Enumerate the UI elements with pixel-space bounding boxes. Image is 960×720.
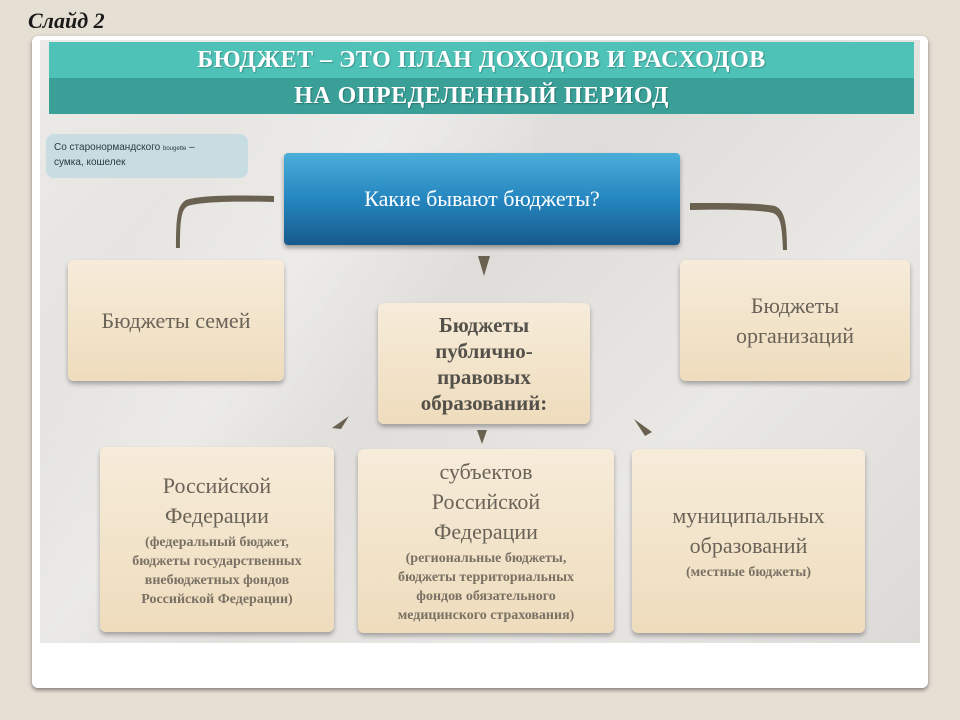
- municipal-line-2: образований: [689, 532, 808, 558]
- subjects-line-3: Федерации: [434, 519, 538, 544]
- etymology-note: Со старонормандского bougette – сумка, к…: [46, 134, 248, 178]
- org-budgets-box: Бюджеты организаций: [680, 260, 910, 381]
- etymology-prefix: Со старонормандского: [54, 142, 161, 153]
- rf-note: (федеральный бюджет, бюджеты государстве…: [132, 533, 301, 609]
- rf-line-2: Федерации: [165, 502, 269, 528]
- subjects-line-2: Российской: [431, 489, 541, 514]
- subjects-note: (региональные бюджеты, бюджеты территори…: [398, 549, 575, 625]
- municipal-note: (местные бюджеты): [685, 564, 811, 580]
- etymology-word: bougette: [162, 146, 187, 152]
- connector-left: [176, 195, 274, 248]
- title-line-1: БЮДЖЕТ – ЭТО ПЛАН ДОХОДОВ И РАСХОДОВ: [49, 42, 914, 78]
- org-line-1: Бюджеты: [750, 292, 840, 318]
- municipal-line-1: муниципальных: [672, 502, 825, 528]
- family-budgets-box: Бюджеты семей: [68, 260, 284, 381]
- arrow-to-rf: [332, 416, 349, 429]
- public-line-2: публично-: [435, 338, 533, 363]
- public-line-3: правовых: [437, 364, 531, 389]
- question-box: Какие бывают бюджеты?: [284, 153, 680, 245]
- municipal-level-box: муниципальных образований (местные бюдже…: [632, 449, 865, 633]
- slide-label: Слайд 2: [28, 8, 105, 33]
- arrow-to-public: [478, 256, 490, 276]
- subjects-line-1: субъектов: [439, 459, 533, 484]
- org-line-2: организаций: [735, 322, 855, 348]
- rf-level-box: Российской Федерации (федеральный бюджет…: [100, 447, 334, 632]
- family-budgets-label: Бюджеты семей: [101, 307, 251, 333]
- public-line-1: Бюджеты: [438, 312, 530, 337]
- subjects-note-1: (региональные бюджеты,: [405, 551, 567, 566]
- subjects-level-box: субъектов Российской Федерации (регионал…: [358, 449, 614, 633]
- title-line-2: НА ОПРЕДЕЛЕННЫЙ ПЕРИОД: [49, 78, 914, 114]
- public-budgets-box: Бюджеты публично- правовых образований:: [378, 303, 590, 424]
- etymology-meaning: сумка, кошелек: [54, 157, 126, 168]
- rf-note-1: (федеральный бюджет,: [145, 534, 289, 550]
- arrow-to-municipal: [634, 419, 652, 436]
- subjects-note-2: бюджеты территориальных: [397, 570, 575, 585]
- rf-line-1: Российской: [162, 472, 272, 498]
- subjects-note-3: фондов обязательного: [416, 589, 556, 604]
- subjects-note-4: медицинского страхования): [397, 608, 575, 623]
- arrow-to-subjects: [477, 430, 487, 444]
- rf-note-2: бюджеты государственных: [132, 553, 302, 569]
- connector-right: [690, 203, 787, 250]
- public-line-4: образований:: [420, 390, 548, 415]
- rf-note-4: Российской Федерации): [141, 591, 293, 607]
- etymology-dash: –: [189, 142, 195, 153]
- rf-note-3: внебюджетных фондов: [144, 572, 290, 588]
